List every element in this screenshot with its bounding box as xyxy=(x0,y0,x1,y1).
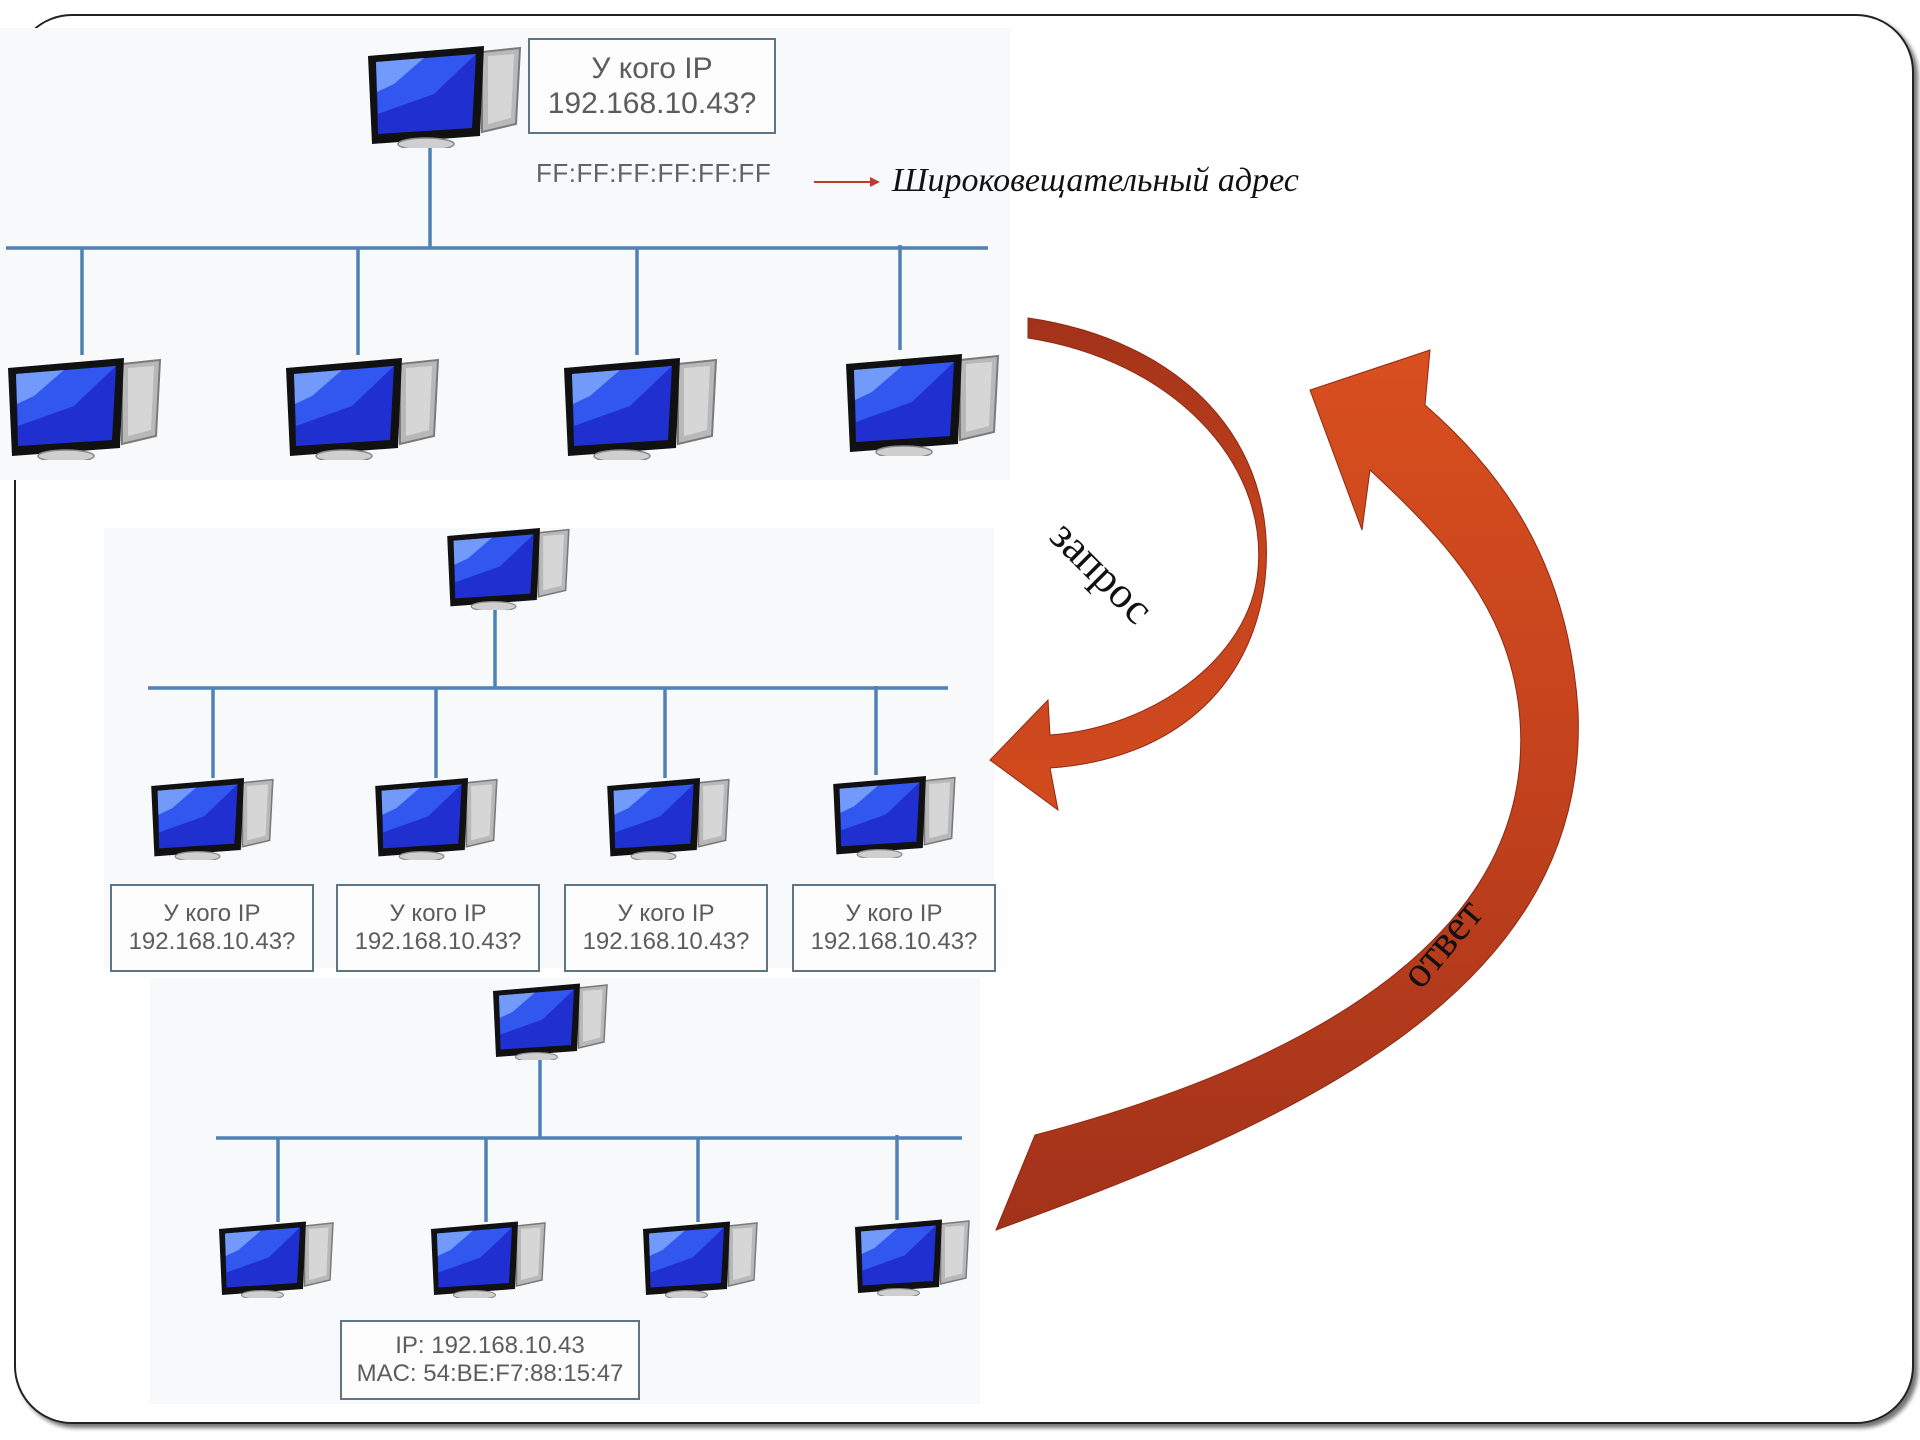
top-host-1-computer-icon xyxy=(4,356,164,463)
middle-question-box-4: У кого IP 192.168.10.43? xyxy=(792,884,996,972)
middle-question-3-line1: У кого IP xyxy=(617,899,715,927)
bottom-sender-computer-icon xyxy=(490,982,610,1063)
middle-host-1-computer-icon xyxy=(148,776,276,862)
caption-arrow-icon xyxy=(814,177,880,187)
middle-host-2-computer-icon xyxy=(372,776,500,862)
broadcast-caption: Широковещательный адрес xyxy=(892,162,1299,199)
top-question-line1: У кого IP xyxy=(591,51,713,85)
middle-question-1-line1: У кого IP xyxy=(163,899,261,927)
middle-question-4-line2: 192.168.10.43? xyxy=(810,928,978,955)
middle-question-box-1: У кого IP 192.168.10.43? xyxy=(110,884,314,972)
top-sender-computer-icon xyxy=(364,44,524,151)
middle-question-box-2: У кого IP 192.168.10.43? xyxy=(336,884,540,972)
middle-question-1-line2: 192.168.10.43? xyxy=(128,928,296,955)
bottom-host-1-computer-icon xyxy=(216,1220,336,1301)
top-arp-question-box: У кого IP 192.168.10.43? xyxy=(528,38,776,134)
bottom-host-2-target-computer-icon xyxy=(428,1220,548,1301)
reply-arrow xyxy=(995,349,1579,1231)
middle-question-2-line2: 192.168.10.43? xyxy=(354,928,522,955)
top-host-4-computer-icon xyxy=(842,352,1002,459)
middle-sender-computer-icon xyxy=(444,526,572,612)
top-host-2-computer-icon xyxy=(282,356,442,463)
broadcast-mac-address: FF:FF:FF:FF:FF:FF xyxy=(536,158,772,188)
arp-reply-box: IP: 192.168.10.43 MAC: 54:BE:F7:88:15:47 xyxy=(340,1320,640,1400)
top-question-line2: 192.168.10.43? xyxy=(547,87,757,120)
middle-host-3-computer-icon xyxy=(604,776,732,862)
middle-question-box-3: У кого IP 192.168.10.43? xyxy=(564,884,768,972)
reply-mac-line: MAC: 54:BE:F7:88:15:47 xyxy=(356,1360,624,1387)
reply-ip-line: IP: 192.168.10.43 xyxy=(395,1331,585,1359)
bottom-host-3-computer-icon xyxy=(640,1220,760,1301)
middle-question-3-line2: 192.168.10.43? xyxy=(582,928,750,955)
bottom-host-4-computer-icon xyxy=(852,1218,972,1299)
middle-host-4-computer-icon xyxy=(830,774,958,860)
middle-question-4-line1: У кого IP xyxy=(845,899,943,927)
middle-question-2-line1: У кого IP xyxy=(389,899,487,927)
request-arrow xyxy=(989,317,1267,812)
top-host-3-computer-icon xyxy=(560,356,720,463)
